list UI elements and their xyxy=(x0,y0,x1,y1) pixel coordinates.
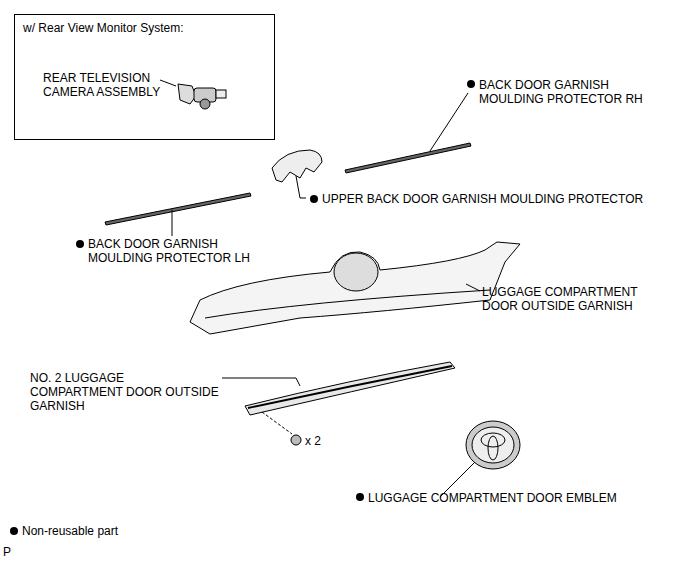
part-label: NO. 2 LUGGAGE COMPARTMENT DOOR OUTSIDE G… xyxy=(30,371,220,413)
part-label: LUGGAGE COMPARTMENT DOOR EMBLEM xyxy=(368,491,617,505)
part-label: LUGGAGE COMPARTMENT DOOR OUTSIDE GARNISH xyxy=(482,285,650,313)
part-label: UPPER BACK DOOR GARNISH MOULDING PROTECT… xyxy=(322,192,643,206)
non-reusable-dot xyxy=(10,80,475,535)
inset-box: w/ Rear View Monitor System: REAR TELEVIS… xyxy=(14,14,275,140)
inset-heading: w/ Rear View Monitor System: xyxy=(23,21,268,35)
part-name: REAR TELEVISION CAMERA ASSEMBLY xyxy=(43,71,173,99)
part-label: BACK DOOR GARNISH MOULDING PROTECTOR LH xyxy=(88,237,256,265)
part-label: BACK DOOR GARNISH MOULDING PROTECTOR RH xyxy=(479,78,647,106)
strip xyxy=(345,143,471,173)
part-label: Non-reusable part xyxy=(22,524,118,538)
part-label: x 2 xyxy=(305,434,321,448)
camera-icon xyxy=(160,80,226,109)
part-label: P xyxy=(3,545,11,559)
